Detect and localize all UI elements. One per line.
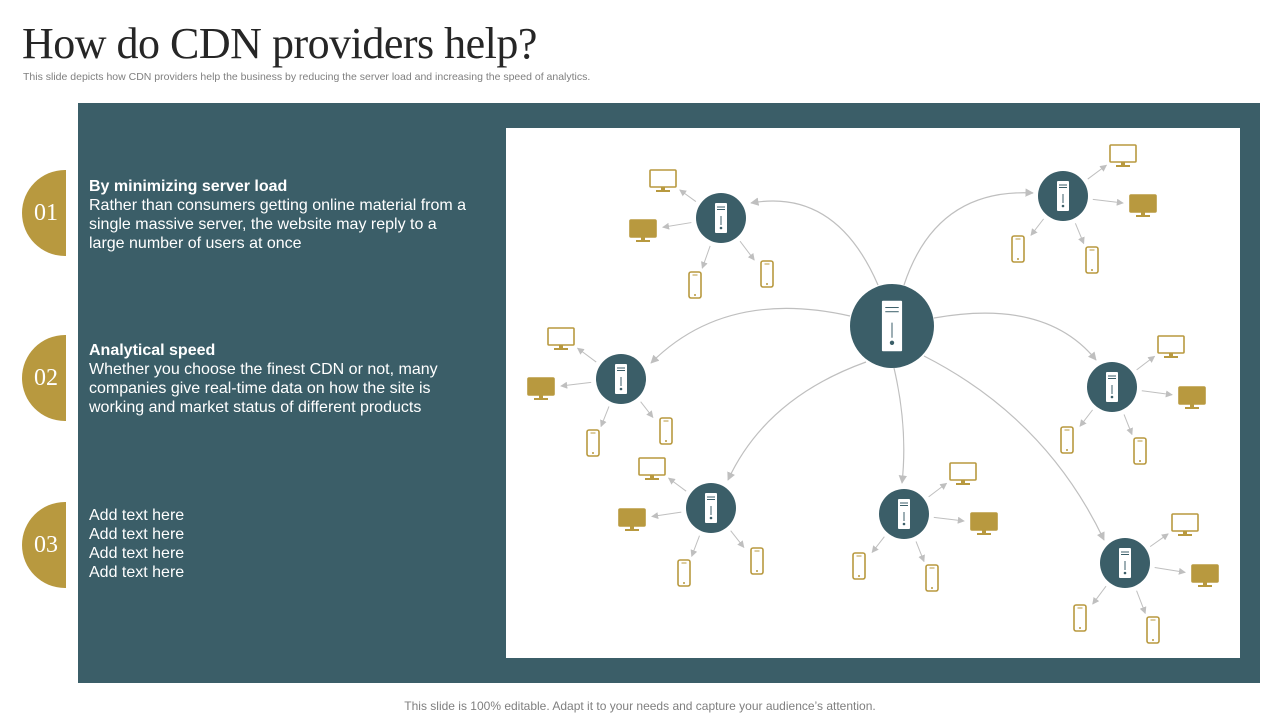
edge-server-node — [1100, 538, 1150, 588]
monitor-icon — [1178, 386, 1206, 409]
connector-line — [893, 367, 907, 484]
device-link-arrow — [1154, 566, 1186, 575]
monitor-icon — [970, 512, 998, 535]
connector-line — [650, 307, 851, 364]
device-link-arrow — [662, 222, 692, 230]
server-tower-icon — [615, 364, 627, 394]
smartphone-icon — [750, 547, 764, 575]
smartphone-icon — [1133, 437, 1147, 465]
monitor-icon — [547, 327, 575, 350]
smartphone-icon — [688, 271, 702, 299]
smartphone-icon — [1085, 246, 1099, 274]
number-badge-02: 02 — [22, 335, 66, 421]
device-link-arrow — [690, 535, 700, 558]
device-link-arrow — [600, 406, 610, 428]
monitor-icon — [1157, 335, 1185, 358]
connector-line — [750, 197, 879, 286]
device-link-arrow — [1123, 414, 1133, 436]
device-link-arrow — [679, 189, 697, 202]
number-badge-01: 01 — [22, 170, 66, 256]
monitor-icon — [949, 462, 977, 485]
server-tower-icon — [1119, 548, 1131, 578]
device-link-arrow — [928, 482, 948, 498]
monitor-icon — [649, 169, 677, 192]
placeholder-line: Add text here — [89, 545, 185, 562]
smartphone-icon — [677, 559, 691, 587]
edge-server-node — [596, 354, 646, 404]
edge-server-node — [879, 489, 929, 539]
point-02-heading: Analytical speed — [89, 342, 216, 359]
monitor-icon — [1191, 564, 1219, 587]
smartphone-icon — [659, 417, 673, 445]
device-link-arrow — [560, 381, 592, 389]
edge-server-node — [696, 193, 746, 243]
device-link-arrow — [640, 401, 654, 418]
placeholder-line: Add text here — [89, 564, 185, 581]
point-02: Analytical speed Whether you choose the … — [89, 341, 469, 417]
origin-server-node — [850, 284, 934, 368]
monitor-icon — [1109, 144, 1137, 167]
smartphone-icon — [1011, 235, 1025, 263]
device-link-arrow — [651, 511, 682, 520]
device-link-arrow — [1136, 355, 1156, 371]
device-link-arrow — [1074, 223, 1085, 245]
device-link-arrow — [1092, 585, 1107, 605]
device-link-arrow — [1087, 164, 1108, 180]
page-title: How do CDN providers help? — [22, 19, 537, 68]
device-link-arrow — [1030, 218, 1044, 236]
server-tower-icon — [1106, 372, 1118, 402]
device-link-arrow — [1136, 590, 1147, 615]
footer-note: This slide is 100% editable. Adapt it to… — [404, 699, 876, 713]
device-link-arrow — [933, 516, 965, 524]
device-link-arrow — [1149, 533, 1169, 548]
edge-server-node — [1038, 171, 1088, 221]
monitor-icon — [527, 377, 555, 400]
point-02-body: Whether you choose the finest CDN or not… — [89, 361, 438, 416]
monitor-icon — [1171, 513, 1199, 536]
smartphone-icon — [1060, 426, 1074, 454]
smartphone-icon — [1146, 616, 1160, 644]
device-link-arrow — [576, 347, 597, 363]
connector-line — [903, 188, 1034, 286]
server-tower-icon — [881, 300, 903, 352]
monitor-icon — [618, 508, 646, 531]
smartphone-icon — [586, 429, 600, 457]
connector-line — [923, 355, 1105, 541]
placeholder-line: Add text here — [89, 507, 185, 524]
monitor-icon — [638, 457, 666, 480]
server-tower-icon — [715, 203, 727, 233]
device-link-arrow — [1079, 409, 1093, 427]
network-svg — [527, 144, 1219, 644]
device-link-arrow — [1141, 390, 1173, 398]
server-tower-icon — [898, 499, 910, 529]
device-link-arrow — [739, 240, 755, 261]
device-link-arrow — [667, 477, 687, 492]
page-subtitle: This slide depicts how CDN providers hel… — [23, 71, 591, 83]
number-badge-03: 03 — [22, 502, 66, 588]
placeholder-line: Add text here — [89, 526, 185, 543]
monitor-icon — [1129, 194, 1157, 217]
edge-server-node — [1087, 362, 1137, 412]
server-tower-icon — [1057, 181, 1069, 211]
smartphone-icon — [925, 564, 939, 592]
point-01: By minimizing server load Rather than co… — [89, 177, 469, 253]
point-01-body: Rather than consumers getting online mat… — [89, 197, 467, 252]
smartphone-icon — [760, 260, 774, 288]
device-link-arrow — [1092, 198, 1124, 206]
connector-line — [727, 361, 867, 481]
server-tower-icon — [705, 493, 717, 523]
device-link-arrow — [701, 245, 711, 269]
cdn-network-diagram — [506, 128, 1240, 658]
device-link-arrow — [915, 541, 925, 563]
connector-line — [933, 312, 1097, 361]
edge-server-node — [686, 483, 736, 533]
device-link-arrow — [730, 530, 745, 548]
point-01-heading: By minimizing server load — [89, 178, 288, 195]
smartphone-icon — [852, 552, 866, 580]
point-03: Add text here Add text here Add text her… — [89, 506, 469, 582]
monitor-icon — [629, 219, 657, 242]
smartphone-icon — [1073, 604, 1087, 632]
device-link-arrow — [871, 536, 885, 553]
